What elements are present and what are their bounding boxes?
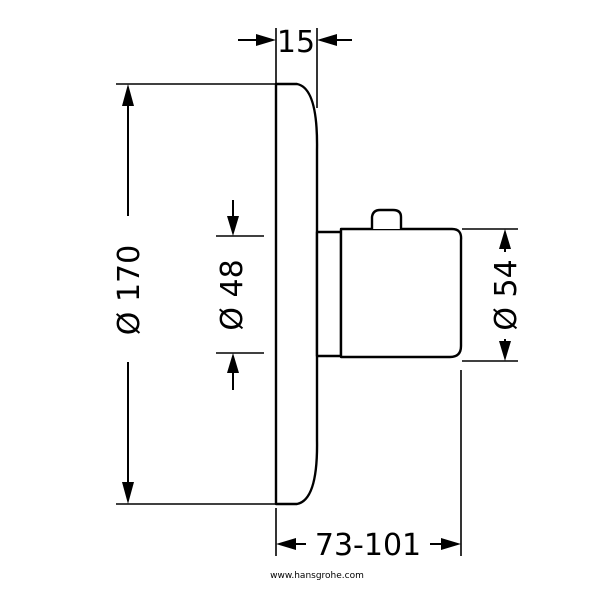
dimension-label-54: Ø 54 xyxy=(489,259,524,330)
valve-stem xyxy=(315,230,343,358)
dimension-label-73-101: 73-101 xyxy=(315,528,421,563)
dimension-label-48: Ø 48 xyxy=(215,259,250,330)
dimension-projection: 73-101 xyxy=(275,370,462,563)
part-outline xyxy=(274,82,463,506)
dimension-handle-diameter: Ø 54 xyxy=(462,228,524,362)
thermostat-handle xyxy=(339,227,463,359)
dimension-label-170: Ø 170 xyxy=(112,245,147,335)
dimension-inner-diameter: Ø 48 xyxy=(215,200,264,390)
handle-button xyxy=(370,208,403,229)
dimension-overall-diameter: Ø 170 xyxy=(112,83,276,505)
footer-url: www.hansgrohe.com xyxy=(270,571,364,581)
escutcheon-plate xyxy=(274,82,319,506)
dimension-label-15: 15 xyxy=(277,25,315,60)
dimension-depth-top: 15 xyxy=(238,25,352,108)
